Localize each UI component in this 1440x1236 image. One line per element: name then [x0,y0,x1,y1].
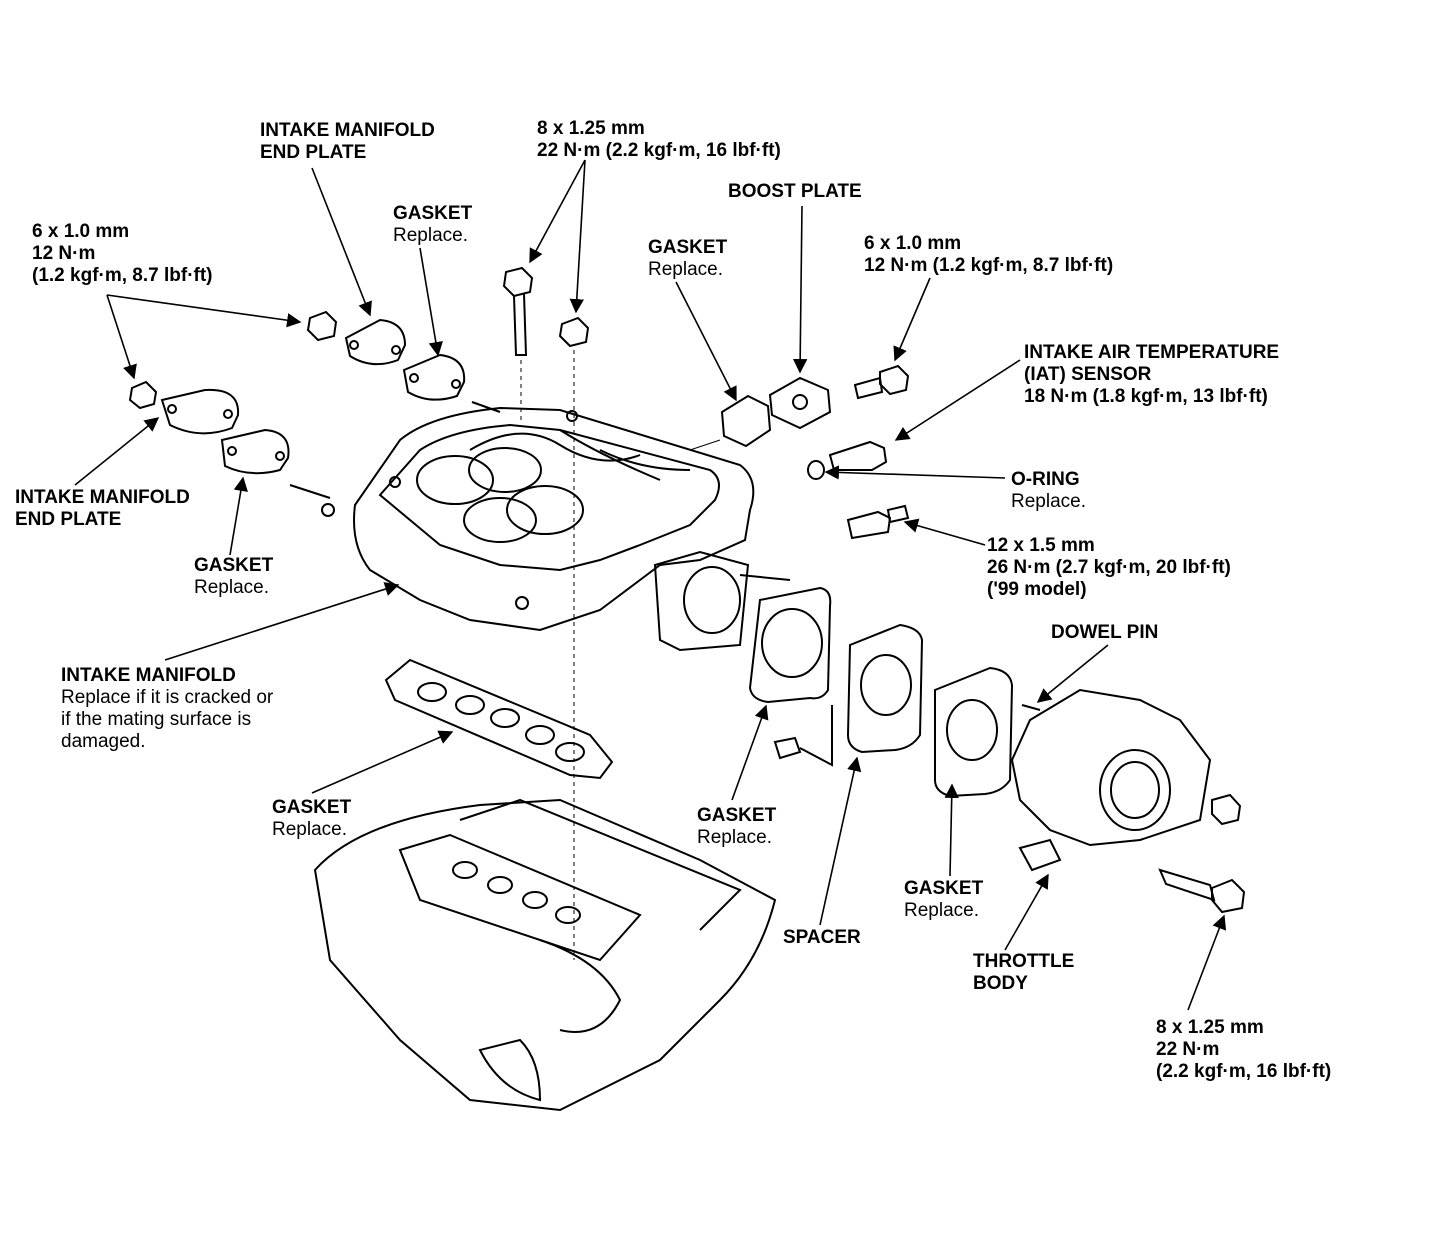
label-line: 22 N·m [1156,1039,1220,1060]
sensor-parts [739,440,910,581]
label-gasket-top-left: GASKET Replace. [393,203,472,247]
label-iat-sensor: INTAKE AIR TEMPERATURE (IAT) SENSOR 18 N… [1024,342,1279,408]
label-line: THROTTLE [973,951,1075,972]
label-note: Replace. [904,900,979,921]
label-intake-manifold-end-plate-top: INTAKE MANIFOLD END PLATE [260,120,435,164]
label-dowel-pin: DOWEL PIN [1051,622,1158,644]
engine-parts [313,658,777,1112]
label-note: Replace. [393,225,468,246]
intake-manifold-drawing [321,406,755,652]
label-title: GASKET [194,555,274,576]
label-note: Replace. [272,819,347,840]
label-line: SPACER [783,927,861,948]
label-note: Replace. [1011,491,1086,512]
label-gasket-lower: GASKET Replace. [272,797,351,841]
label-line: 6 x 1.0 mm [32,221,130,242]
label-spacer: SPACER [783,927,861,949]
label-line: 18 N·m (1.8 kgf·m, 13 lbf·ft) [1024,386,1268,407]
label-nut-left-torque: 6 x 1.0 mm 12 N·m (1.2 kgf·m, 8.7 lbf·ft… [32,221,213,287]
label-line: 12 N·m (1.2 kgf·m, 8.7 lbf·ft) [864,255,1114,276]
label-gasket-throttle-1: GASKET Replace. [697,805,776,849]
label-line: 22 N·m (2.2 kgf·m, 16 lbf·ft) [537,140,781,161]
label-line: (1.2 kgf·m, 8.7 lbf·ft) [32,265,213,286]
label-gasket-left: GASKET Replace. [194,555,273,599]
label-line: DOWEL PIN [1051,622,1159,643]
label-line: INTAKE MANIFOLD [15,487,190,508]
boost-plate-parts [689,364,910,451]
label-boost-plate: BOOST PLATE [728,181,862,203]
label-line: 8 x 1.25 mm [1156,1017,1264,1038]
label-line: 8 x 1.25 mm [537,118,645,139]
label-note: Replace if it is cracked or [61,687,274,708]
label-o-ring: O-RING Replace. [1011,469,1086,513]
label-bolt-right-torque: 6 x 1.0 mm 12 N·m (1.2 kgf·m, 8.7 lbf·ft… [864,233,1113,277]
label-line: 26 N·m (2.7 kgf·m, 20 lbf·ft) [987,557,1231,578]
leader-lines [74,159,1227,1011]
label-line: INTAKE MANIFOLD [260,120,435,141]
top-bolts [502,266,590,960]
label-line: END PLATE [260,142,367,163]
label-line: BODY [973,973,1028,994]
label-line: BOOST PLATE [728,181,862,202]
label-line: ('99 model) [987,579,1087,600]
label-intake-manifold: INTAKE MANIFOLD Replace if it is cracked… [61,665,273,753]
label-line: 12 N·m [32,243,96,264]
label-note: Replace. [648,259,723,280]
label-note: Replace. [697,827,772,848]
label-title: GASKET [648,237,728,258]
label-fitting-torque: 12 x 1.5 mm 26 N·m (2.7 kgf·m, 20 lbf·ft… [987,535,1231,601]
label-note: damaged. [61,731,146,752]
throttle-parts [748,586,1246,914]
label-note: if the mating surface is [61,709,252,730]
label-bolt-bottom-torque: 8 x 1.25 mm 22 N·m (2.2 kgf·m, 16 lbf·ft… [1156,1017,1331,1083]
label-line: (2.2 kgf·m, 16 lbf·ft) [1156,1061,1332,1082]
label-title: GASKET [904,878,984,899]
label-title: GASKET [697,805,777,826]
label-intake-manifold-end-plate-left: INTAKE MANIFOLD END PLATE [15,487,190,531]
label-title: GASKET [272,797,352,818]
label-title: INTAKE MANIFOLD [61,665,236,686]
label-gasket-top-right: GASKET Replace. [648,237,727,281]
label-line: (IAT) SENSOR [1024,364,1152,385]
label-gasket-throttle-2: GASKET Replace. [904,878,983,922]
end-plate-parts [128,310,501,499]
label-line: 6 x 1.0 mm [864,233,962,254]
label-line: END PLATE [15,509,122,530]
label-title: GASKET [393,203,473,224]
label-title: O-RING [1011,469,1080,490]
label-note: Replace. [194,577,269,598]
label-line: INTAKE AIR TEMPERATURE [1024,342,1280,363]
label-bolt-top-torque: 8 x 1.25 mm 22 N·m (2.2 kgf·m, 16 lbf·ft… [537,118,781,162]
label-line: 12 x 1.5 mm [987,535,1095,556]
label-throttle-body: THROTTLE BODY [973,951,1074,995]
